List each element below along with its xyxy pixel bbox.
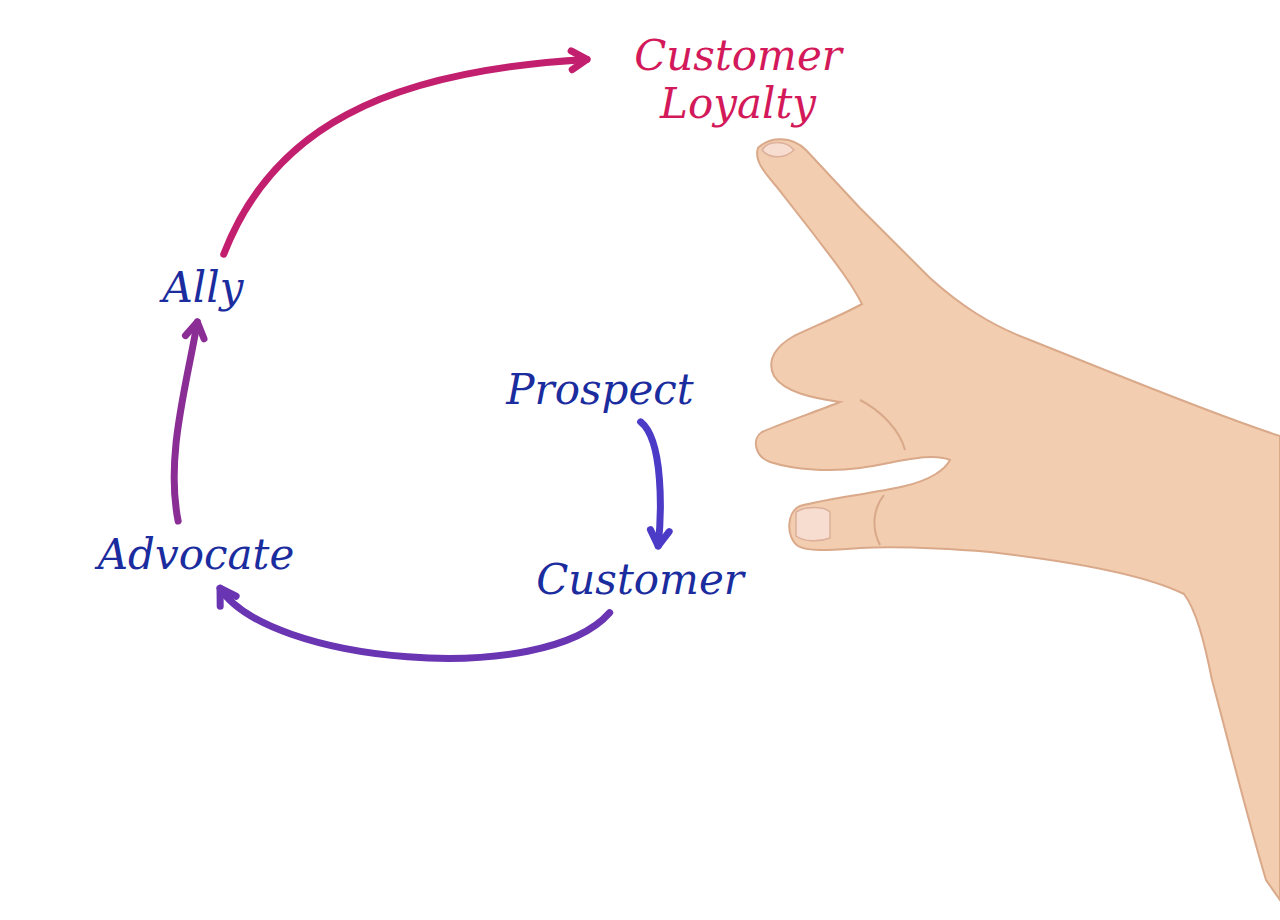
hand-outline (756, 139, 1280, 900)
arrow-head (220, 588, 236, 606)
flow-curve (224, 59, 587, 254)
stage-text: Ally (163, 264, 244, 312)
stage-text: Prospect (506, 366, 693, 414)
flow-arrow (224, 59, 587, 254)
stage-label-node: Ally (157, 260, 250, 316)
stage-label-node: Customer (530, 552, 750, 608)
flow-arrow (174, 322, 197, 521)
index-nail (762, 143, 794, 157)
thumb-nail (796, 508, 830, 541)
stage-text: Advocate (98, 531, 295, 579)
stage-text: Customer Loyalty (599, 32, 877, 129)
knuckle-crease (874, 495, 884, 545)
arrow-head (185, 322, 204, 339)
stage-text: Customer (536, 556, 744, 604)
stage-label-node: Advocate (92, 527, 301, 583)
arrow-head (650, 530, 669, 546)
stage-label-node: Prospect (500, 362, 699, 418)
stage-label-node: Customer Loyalty (593, 28, 883, 133)
arrow-head (571, 51, 587, 70)
flow-curve (174, 322, 197, 521)
finger-crease (860, 400, 905, 450)
